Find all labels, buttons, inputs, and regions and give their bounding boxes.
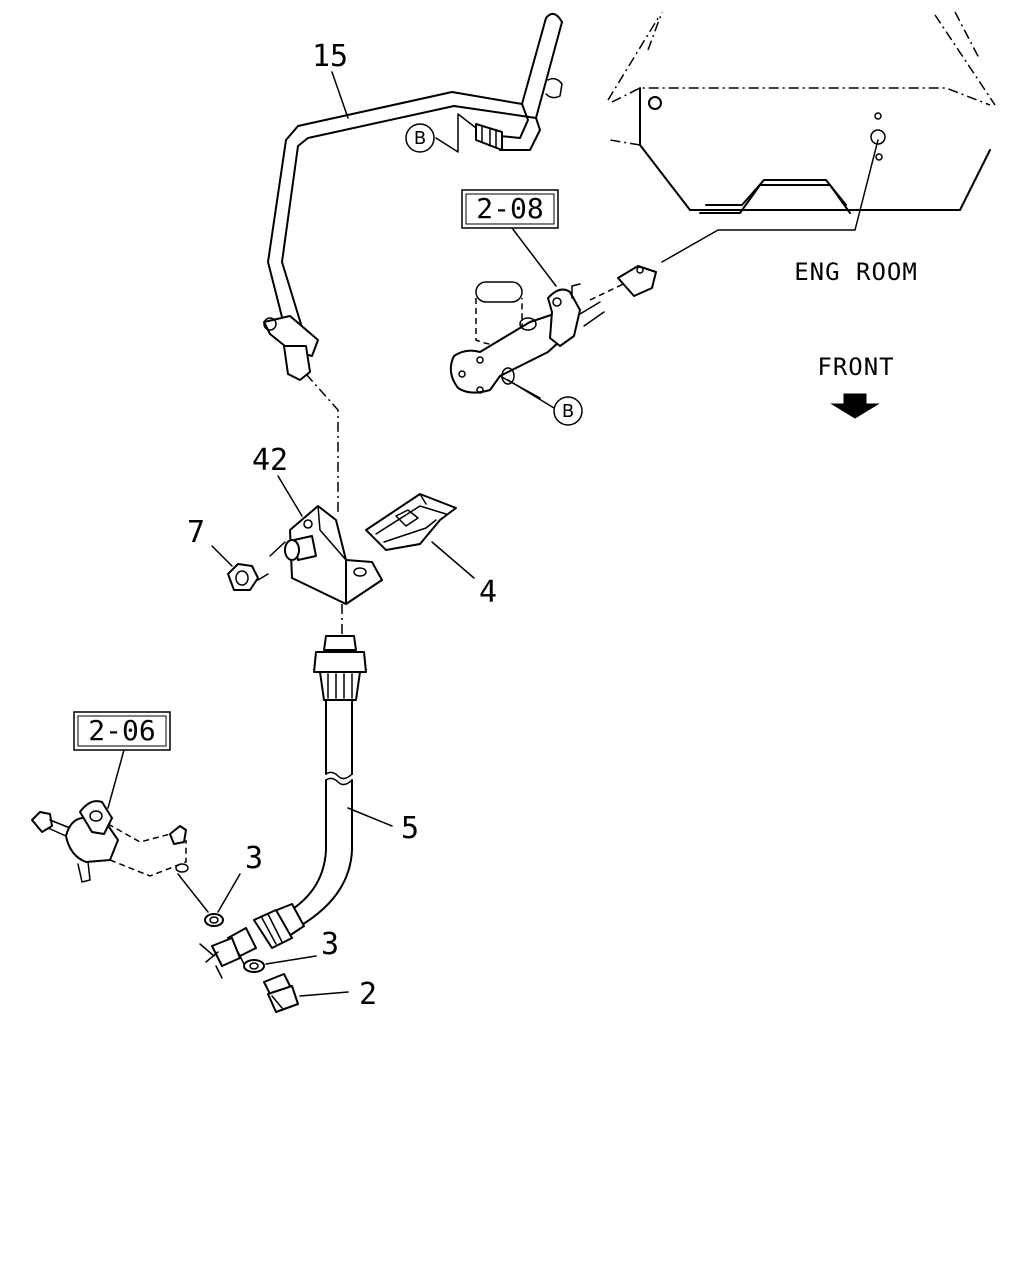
callout-3-lower: 3 <box>321 927 339 962</box>
reference-box-2-08: 2-08 <box>461 189 559 287</box>
bolt-2 <box>263 973 299 1013</box>
clutch-slave-cylinder <box>31 800 209 913</box>
callout-7: 7 <box>187 515 205 550</box>
reference-2-08-label: 2-08 <box>476 192 543 225</box>
arrow-down-icon <box>830 393 880 419</box>
connector-b-lower: B <box>507 379 583 426</box>
front-label: FRONT <box>817 353 894 381</box>
callout-2: 2 <box>359 977 377 1012</box>
connector-b-lower-label: B <box>562 401 574 422</box>
engine-room-outline <box>607 11 996 263</box>
clip-4 <box>365 493 457 551</box>
washer-3-upper <box>204 913 224 927</box>
callout-42: 42 <box>252 443 288 478</box>
callout-4: 4 <box>479 575 497 610</box>
connector-b-upper-label: B <box>414 128 426 149</box>
callout-3-upper: 3 <box>245 841 263 876</box>
washer-3-lower <box>243 959 265 973</box>
hose-fitting <box>199 927 257 979</box>
clutch-pipe-15 <box>263 12 563 381</box>
reference-box-2-06: 2-06 <box>73 711 171 809</box>
callout-5: 5 <box>401 811 419 846</box>
eng-room-label: ENG ROOM <box>794 258 918 286</box>
reference-2-06-label: 2-06 <box>88 714 155 747</box>
clutch-master-cylinder <box>449 265 657 399</box>
nut-7 <box>227 563 269 591</box>
clutch-hose-5 <box>253 635 367 949</box>
bracket-42 <box>269 505 383 605</box>
callout-15: 15 <box>312 39 348 74</box>
connector-b-upper: B <box>405 113 477 153</box>
